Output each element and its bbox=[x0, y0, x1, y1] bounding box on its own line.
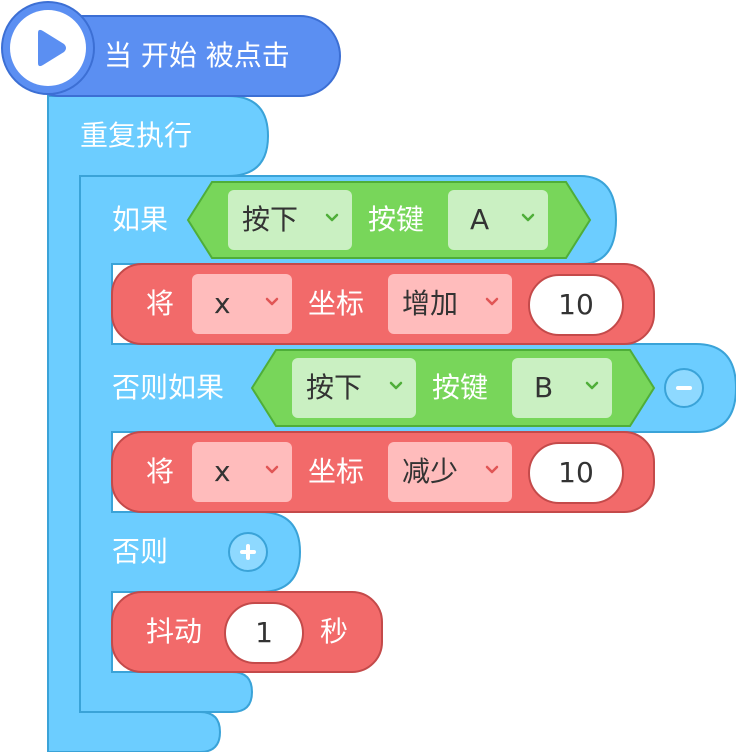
elseif-key-dropdown[interactable]: B bbox=[512, 358, 612, 418]
chevron-down-icon bbox=[521, 213, 535, 222]
if-key-dropdown[interactable]: A bbox=[448, 190, 548, 250]
if-key-label: 按键 bbox=[368, 203, 425, 236]
if-condition-dropdown[interactable]: 按下 bbox=[228, 190, 352, 250]
plus-icon[interactable] bbox=[228, 532, 268, 572]
if-else-block-shape bbox=[79, 175, 736, 713]
move2-op-dropdown[interactable]: 减少 bbox=[388, 442, 512, 502]
move1-coord-label: 坐标 bbox=[308, 287, 365, 320]
chevron-down-icon bbox=[485, 465, 499, 474]
elseif-condition-dropdown[interactable]: 按下 bbox=[292, 358, 416, 418]
shake-unit-label: 秒 bbox=[320, 615, 349, 648]
chevron-down-icon bbox=[389, 381, 403, 390]
chevron-down-icon bbox=[485, 297, 499, 306]
move2-coord-label: 坐标 bbox=[308, 455, 365, 488]
chevron-down-icon bbox=[325, 213, 339, 222]
move1-label: 将 bbox=[146, 287, 175, 320]
hat-block[interactable]: 当 开始 被点击 bbox=[10, 10, 340, 96]
move1-op-dropdown[interactable]: 增加 bbox=[388, 274, 512, 334]
if-label: 如果 bbox=[112, 203, 169, 236]
chevron-down-icon bbox=[265, 297, 279, 306]
loop-label: 重复执行 bbox=[80, 119, 193, 152]
move1-value-input[interactable]: 10 bbox=[528, 274, 624, 336]
shake-value-input[interactable]: 1 bbox=[224, 602, 304, 664]
chevron-down-icon bbox=[265, 465, 279, 474]
play-icon[interactable] bbox=[10, 10, 86, 86]
hat-label: 当 开始 被点击 bbox=[104, 39, 290, 72]
elseif-key-label: 按键 bbox=[432, 371, 489, 404]
shake-label: 抖动 bbox=[146, 615, 203, 648]
else-label: 否则 bbox=[112, 535, 169, 568]
move2-value-input[interactable]: 10 bbox=[528, 442, 624, 504]
move2-axis-dropdown[interactable]: x bbox=[192, 442, 292, 502]
move1-axis-dropdown[interactable]: x bbox=[192, 274, 292, 334]
chevron-down-icon bbox=[585, 381, 599, 390]
move2-label: 将 bbox=[146, 455, 175, 488]
elseif-label: 否则如果 bbox=[112, 371, 225, 404]
minus-icon[interactable] bbox=[664, 368, 704, 408]
